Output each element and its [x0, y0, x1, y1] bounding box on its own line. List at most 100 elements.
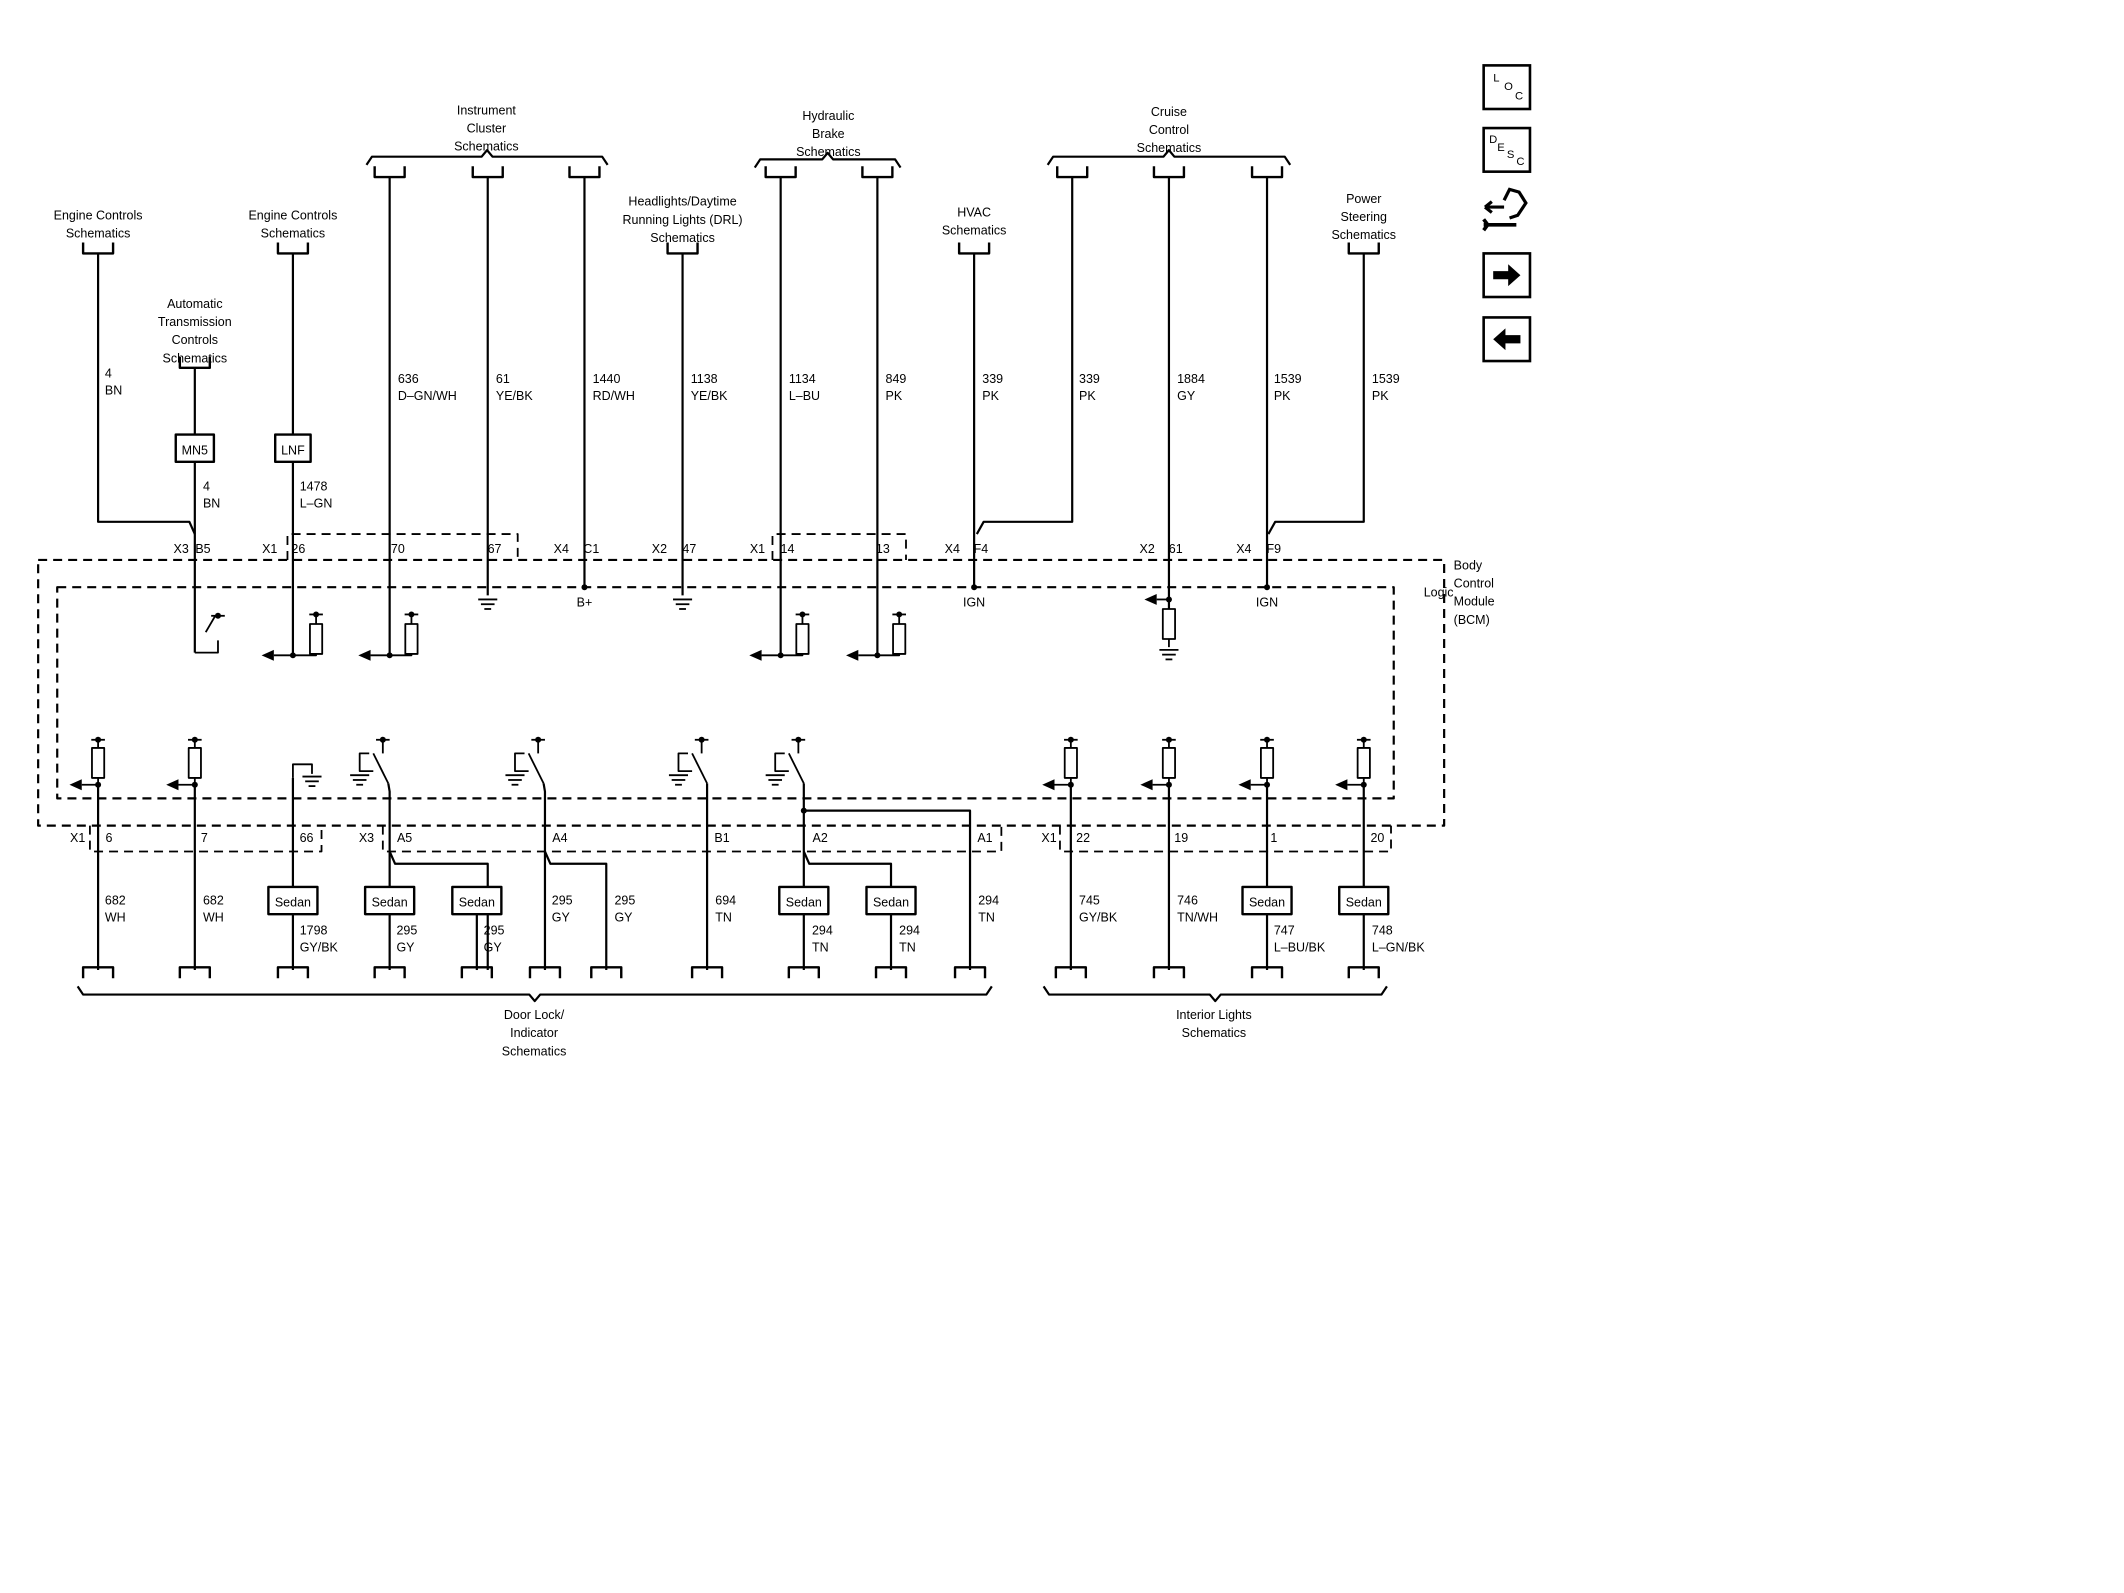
wire-color: BN	[105, 383, 122, 397]
door-lock-terminal	[690, 966, 724, 979]
module-name: (BCM)	[1454, 613, 1490, 627]
splice-dot	[386, 652, 393, 659]
group-label-line: Schematics	[796, 145, 861, 159]
door-lock-terminal	[81, 966, 115, 979]
brake-terminal	[861, 166, 894, 179]
sedan-box-label: Sedan	[873, 896, 909, 910]
pin-number: 22	[1076, 831, 1090, 845]
arrow-head	[69, 779, 82, 791]
sedan-box-label: Sedan	[459, 896, 495, 910]
desc-letter: C	[1516, 156, 1524, 168]
wire-295	[387, 783, 391, 971]
group-label-line: Brake	[812, 127, 845, 141]
connector-outline	[286, 533, 519, 560]
wire-color: GY	[396, 941, 415, 955]
connector-id: X1	[262, 542, 277, 556]
pin-number: F9	[1267, 542, 1282, 556]
wire-color: PK	[886, 389, 903, 403]
wires	[37, 149, 1446, 1003]
resistor-symbol	[892, 623, 907, 655]
wire-294-a1	[803, 809, 972, 971]
ign-label: IGN	[1256, 595, 1278, 609]
input-lead	[858, 653, 901, 657]
group-label-line: Transmission	[158, 315, 232, 329]
circuit-number: 294	[812, 924, 833, 938]
circuit-number: 295	[396, 924, 417, 938]
arrow-head	[749, 649, 762, 661]
diagnostic-tool-icon[interactable]	[1482, 187, 1528, 232]
wire-color: PK	[1372, 389, 1389, 403]
arrow-head	[1144, 594, 1157, 605]
back-button[interactable]	[1482, 316, 1532, 363]
pin-number: B1	[714, 831, 729, 845]
lnf-box-label: LNF	[281, 443, 305, 457]
pin-number: 61	[1169, 542, 1183, 556]
group-label-line: Engine Controls	[248, 208, 337, 222]
sedan-box-label: Sedan	[1249, 896, 1285, 910]
ipc-terminal	[373, 166, 406, 179]
switch-blade	[691, 753, 708, 784]
connector-id: X1	[750, 542, 765, 556]
interior-lights-terminal	[1250, 966, 1284, 979]
arrow-head	[1140, 779, 1153, 791]
pin-number: 66	[300, 831, 314, 845]
switch-blade	[204, 615, 217, 633]
wire-color: WH	[105, 911, 126, 925]
wire-color: PK	[1274, 389, 1291, 403]
group-label-line: HVAC	[957, 206, 991, 220]
ipc-brace	[365, 149, 609, 166]
wire-color: YE/BK	[691, 389, 728, 403]
group-label-line: Schematics	[454, 140, 519, 154]
circuit-number: 636	[398, 372, 419, 386]
pin-number: 26	[291, 542, 305, 556]
sedan-box-label: Sedan	[275, 896, 311, 910]
wire-339-b	[975, 177, 1074, 535]
circuit-number: 294	[978, 894, 999, 908]
group-label-line: Automatic	[167, 297, 223, 311]
group-label-line: Headlights/Daytime	[628, 195, 736, 209]
wire-color: GY	[1177, 389, 1196, 403]
pin-number: C1	[583, 542, 599, 556]
interior-lights-terminal	[1347, 966, 1380, 979]
group-label-line: Engine Controls	[54, 208, 143, 222]
wire-color: PK	[982, 389, 999, 403]
group-label-line: Schematics	[261, 226, 326, 240]
wire-color: GY/BK	[1079, 911, 1118, 925]
splice-dot	[581, 584, 588, 591]
resistor-symbol	[309, 623, 324, 655]
circuit-number: 849	[886, 372, 907, 386]
ipc-terminal	[471, 166, 504, 179]
circuit-number: 4	[105, 366, 112, 380]
tool-wrench	[1482, 218, 1517, 232]
desc-button[interactable]	[1482, 126, 1532, 173]
door-lock-terminal	[590, 966, 623, 979]
brake-terminal	[764, 166, 797, 179]
sedan-box-label: Sedan	[1346, 896, 1382, 910]
lnf-box	[274, 433, 312, 464]
group-label-line: Instrument	[457, 103, 517, 117]
loc-letter: L	[1493, 73, 1499, 85]
circuit-number: 61	[496, 372, 510, 386]
pin-number: 13	[876, 542, 890, 556]
input-lead	[370, 653, 413, 657]
wire-color: GY/BK	[300, 941, 339, 955]
group-label-line: Schematics	[1137, 141, 1202, 155]
connector-id: X4	[1236, 542, 1251, 556]
circuit-number: 1134	[789, 372, 816, 386]
logic-label: Logic	[1424, 586, 1454, 600]
arrow-head	[1335, 779, 1348, 791]
loc-button[interactable]	[1482, 64, 1532, 111]
switch-lead	[194, 640, 219, 654]
wire-294-branch	[802, 851, 893, 971]
sedan-box-label: Sedan	[372, 896, 408, 910]
circuit-number: 682	[203, 894, 224, 908]
desc-letter: S	[1507, 149, 1515, 161]
sedan-box	[363, 885, 416, 916]
wire-color: WH	[203, 911, 224, 925]
switch-ground-lead	[358, 752, 374, 773]
circuit-number: 1539	[1274, 372, 1302, 386]
circuit-number: 745	[1079, 894, 1100, 908]
sedan-box	[1338, 885, 1390, 916]
group-label-line: Steering	[1341, 210, 1388, 224]
